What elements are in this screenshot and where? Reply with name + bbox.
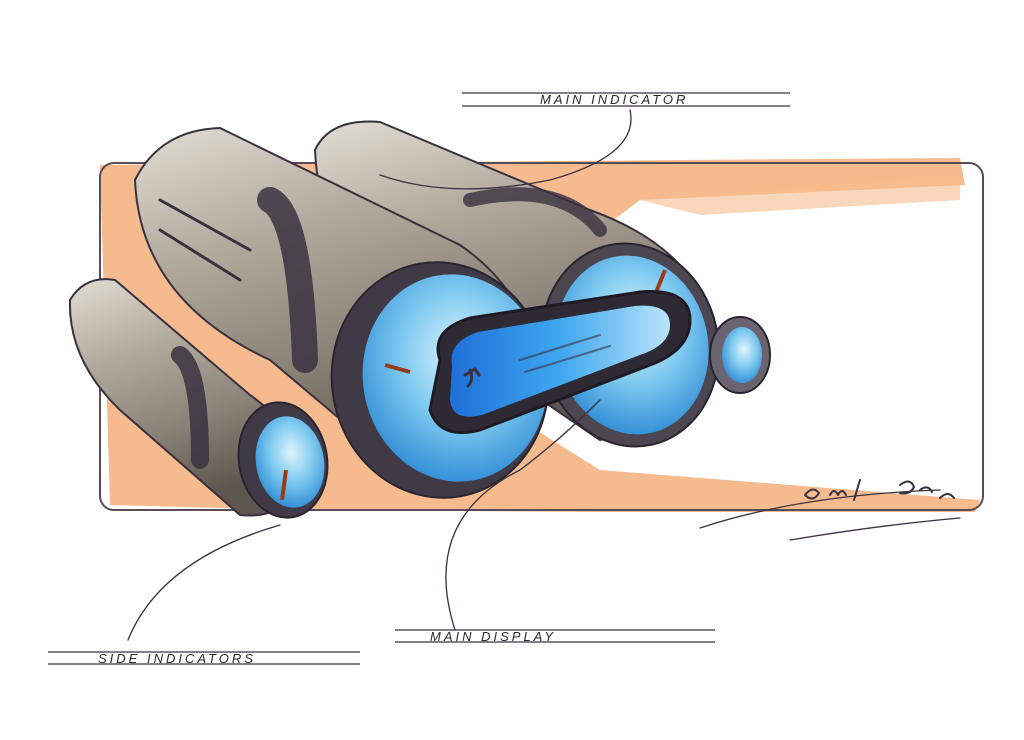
signature <box>804 479 955 501</box>
label-side-indicators: SIDE INDICATORS <box>98 651 256 666</box>
arrow-icon <box>463 367 481 388</box>
needle-icon <box>280 469 288 501</box>
side-indicator-dial <box>237 401 329 519</box>
needle-icon <box>384 363 411 374</box>
label-main-display: MAIN DISPLAY <box>430 629 556 644</box>
main-display <box>428 290 692 434</box>
leader-lines <box>127 109 961 641</box>
right-knob <box>709 316 771 394</box>
label-main-indicator: MAIN INDICATOR <box>540 92 688 107</box>
label-underlines <box>48 92 790 665</box>
